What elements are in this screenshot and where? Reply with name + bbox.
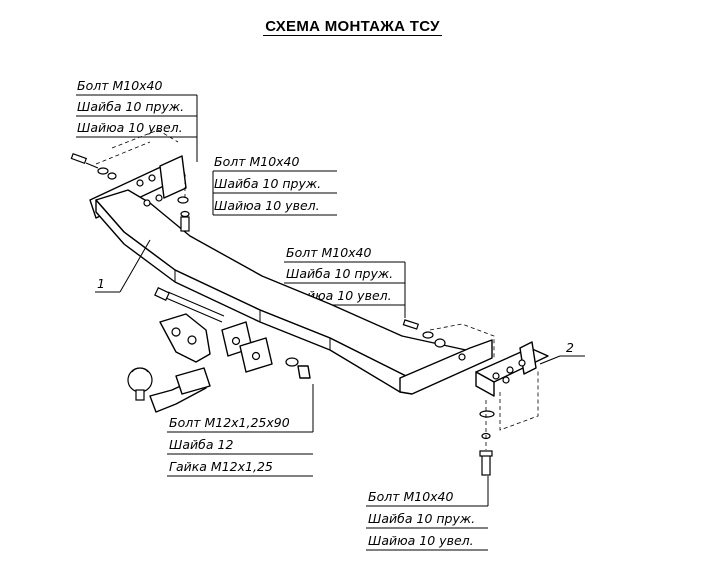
callout-bottom-right-line-3: Шайюа 10 увел. xyxy=(368,533,474,548)
part-number-1: 1 xyxy=(95,239,151,293)
callout-top-mid-line-2: Шайба 10 пруж. xyxy=(214,176,321,191)
callout-mid-right: Болт М10х40 Шайба 10 пруж. Шайюа 10 увел… xyxy=(284,245,406,318)
callout-mid-right-line-1: Болт М10х40 xyxy=(286,245,372,260)
ball-mount xyxy=(127,287,311,413)
top-left-fasteners xyxy=(70,129,179,180)
callout-ball-line-1: Болт М12х1,25х90 xyxy=(169,415,290,430)
callout-ball-line-3: Гайка М12х1,25 xyxy=(169,459,273,474)
top-mid-fasteners xyxy=(177,180,190,232)
right-bracket xyxy=(475,341,549,476)
callout-top-mid-line-3: Шайюа 10 увел. xyxy=(214,198,320,213)
callout-bottom-right-line-1: Болт М10х40 xyxy=(368,489,454,504)
callout-top-left-line-3: Шайюа 10 увел. xyxy=(77,120,183,135)
callout-bottom-right-line-2: Шайба 10 пруж. xyxy=(368,511,475,526)
page-title: СХЕМА МОНТАЖА ТСУ xyxy=(0,18,705,36)
callout-ball-mount: Болт М12х1,25х90 Шайба 12 Гайка М12х1,25 xyxy=(167,384,314,477)
crossbeam xyxy=(89,155,493,395)
callout-top-left-line-1: Болт М10х40 xyxy=(77,78,163,93)
part-number-2-text: 2 xyxy=(566,340,574,355)
part-number-1-text: 1 xyxy=(97,276,105,291)
part-number-2: 2 xyxy=(539,340,585,365)
callout-top-mid-line-1: Болт М10х40 xyxy=(214,154,300,169)
callout-top-left: Болт М10х40 Шайба 10 пруж. Шайюа 10 увел… xyxy=(76,78,198,162)
callout-top-mid: Болт М10х40 Шайба 10 пруж. Шайюа 10 увел… xyxy=(212,154,337,216)
callout-bottom-right: Болт М10х40 Шайба 10 пруж. Шайюа 10 увел… xyxy=(366,476,489,551)
callout-top-left-line-2: Шайба 10 пруж. xyxy=(77,99,184,114)
callout-mid-right-line-2: Шайба 10 пруж. xyxy=(286,266,393,281)
title-text: СХЕМА МОНТАЖА ТСУ xyxy=(263,18,442,36)
mid-right-fasteners xyxy=(402,319,495,361)
callout-ball-line-2: Шайба 12 xyxy=(169,437,233,452)
